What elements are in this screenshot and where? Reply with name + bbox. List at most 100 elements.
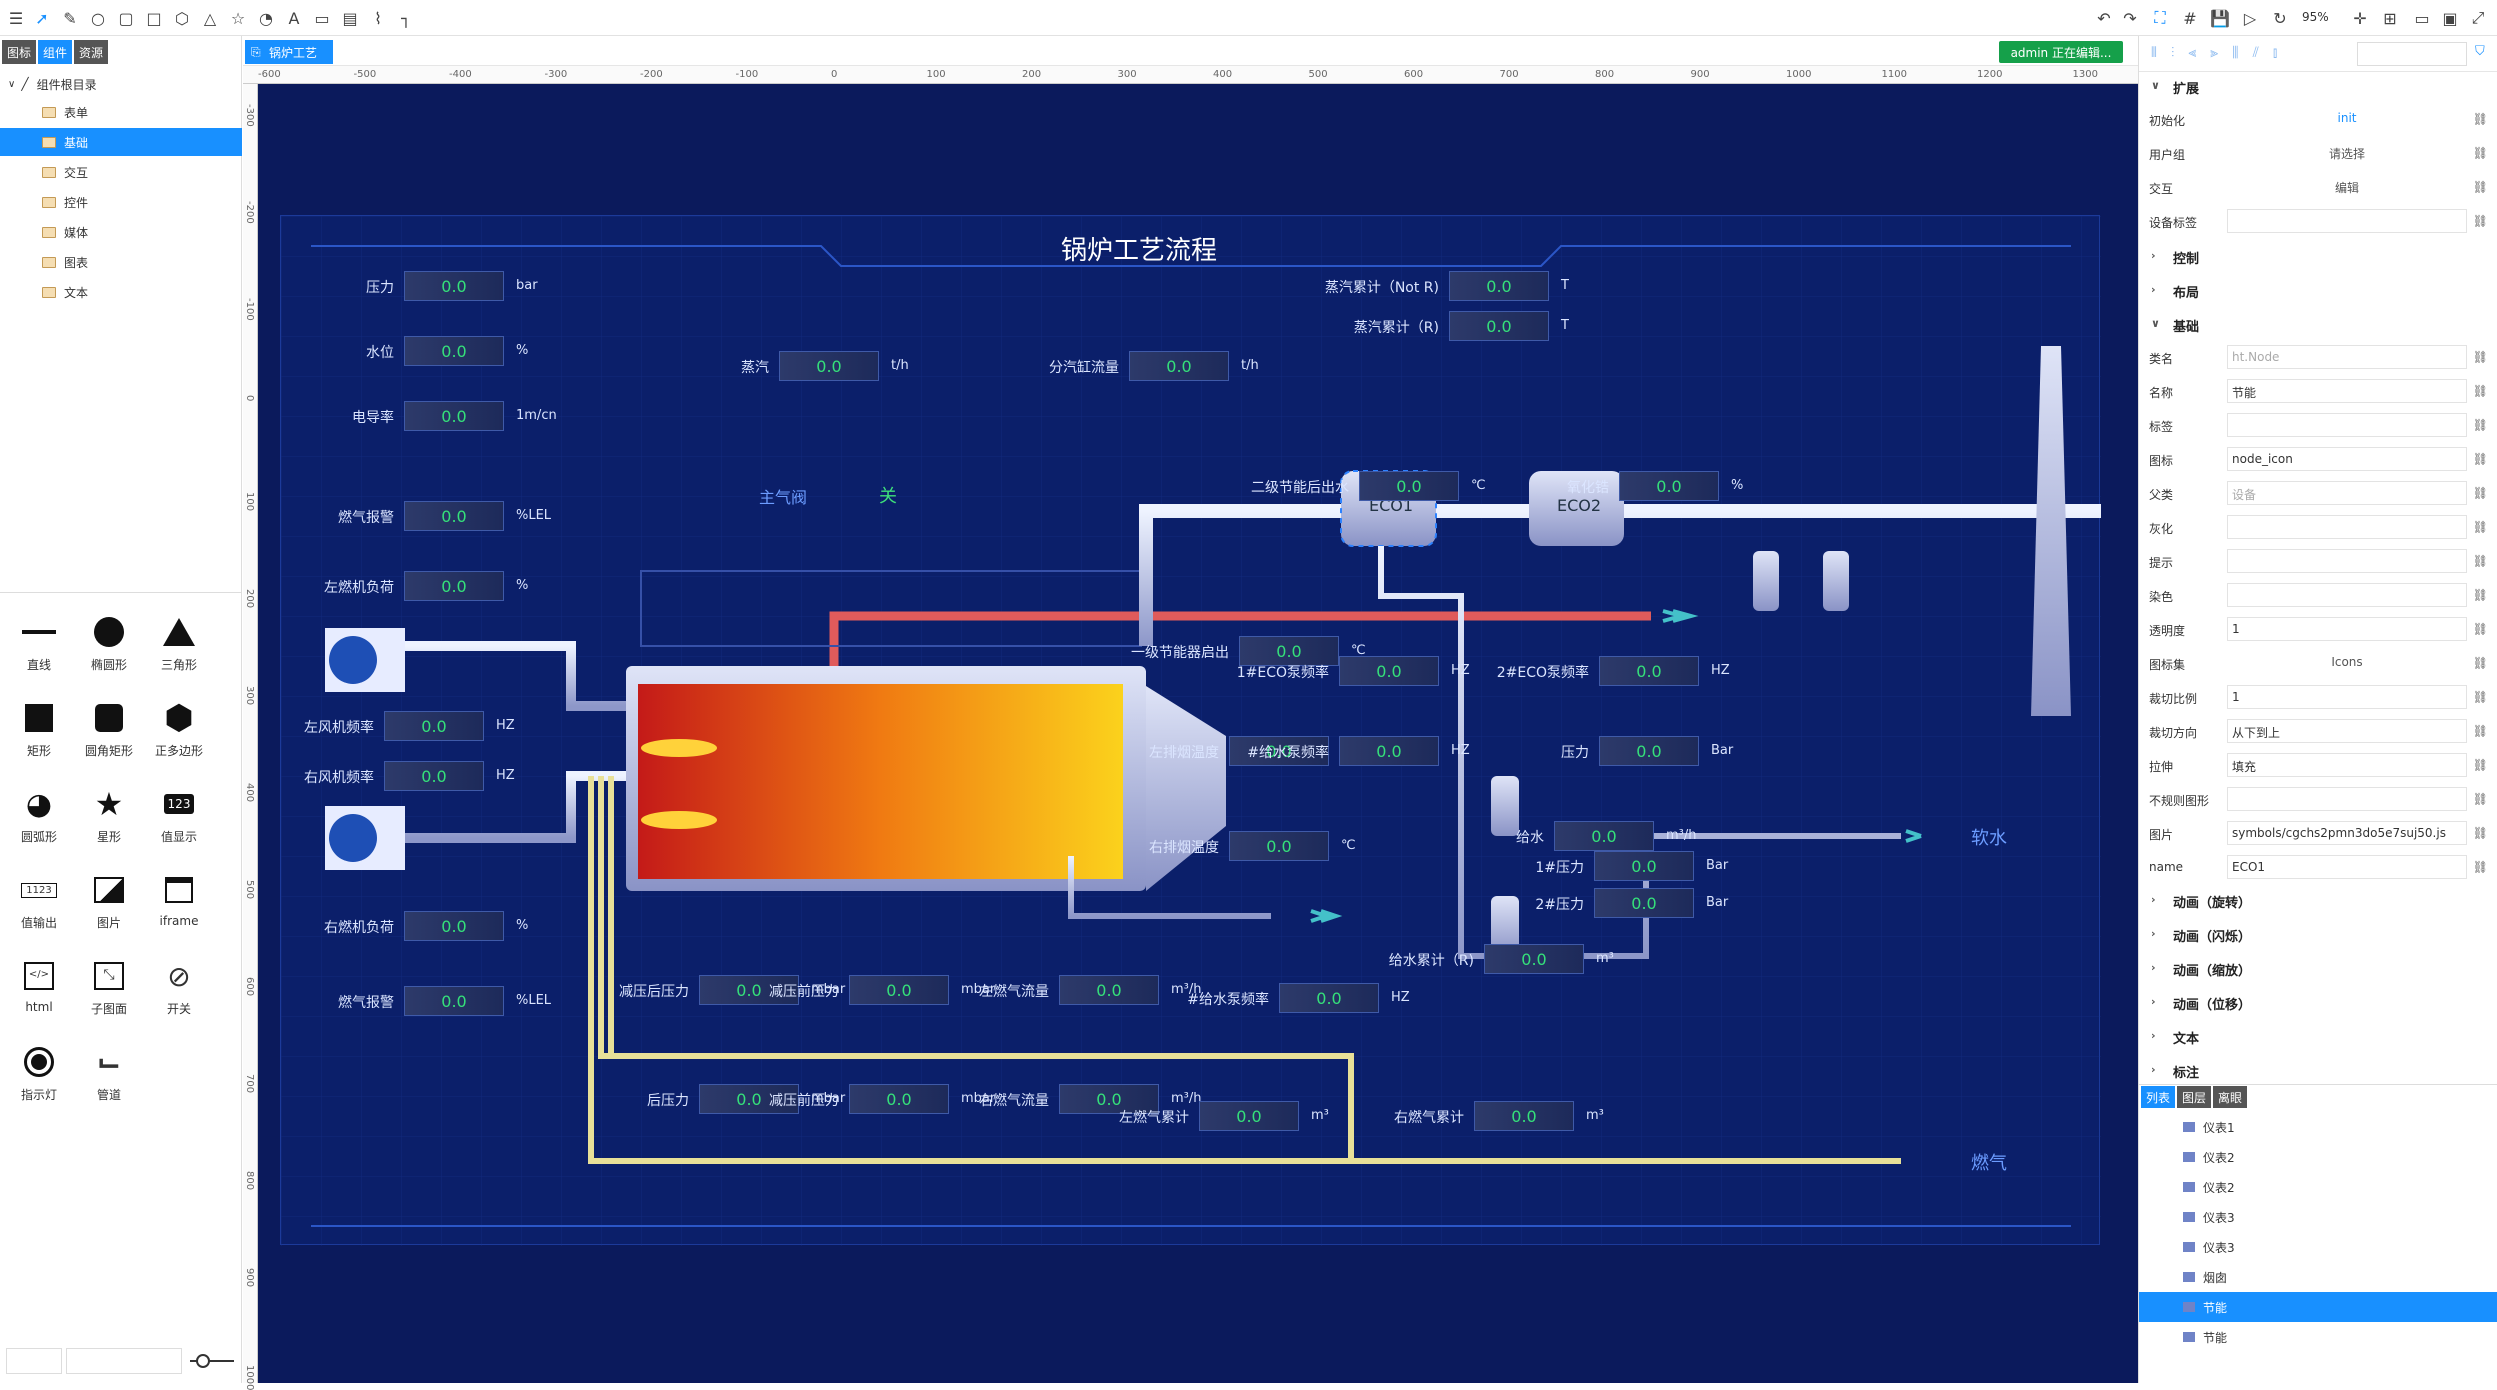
layer-item[interactable]: 仪表3 <box>2139 1232 2497 1262</box>
tree-item-media[interactable]: 媒体 <box>0 218 242 246</box>
reading-value[interactable]: 0.0 <box>1359 471 1459 501</box>
link-icon[interactable]: ⛓ <box>2472 418 2488 432</box>
property-value[interactable] <box>2227 413 2467 437</box>
tab-resources[interactable]: 资源 <box>74 40 108 64</box>
crosshair-icon[interactable]: ✛ <box>2353 8 2367 28</box>
palette-html[interactable]: </>html <box>4 952 74 1038</box>
section-text[interactable]: ›文本 <box>2151 1029 2200 1047</box>
menu-icon[interactable]: ☰ <box>8 8 24 28</box>
hexagon-tool-icon[interactable]: ⬡ <box>175 8 189 28</box>
section-control[interactable]: ›控制 <box>2151 249 2200 267</box>
star-tool-icon[interactable]: ☆ <box>230 8 246 28</box>
filter-icon[interactable]: ⛉ <box>2475 44 2485 59</box>
section-layout[interactable]: ›布局 <box>2151 283 2200 301</box>
property-value[interactable]: node_icon <box>2227 447 2467 471</box>
property-value[interactable]: symbols/cgchs2pmn3do5e7suj50.js <box>2227 821 2467 845</box>
reading-value[interactable]: 0.0 <box>699 975 799 1005</box>
tab-components[interactable]: 组件 <box>38 40 72 64</box>
link-icon[interactable]: ⛓ <box>2472 724 2488 738</box>
section-anim-scale[interactable]: ›动画（缩放） <box>2151 961 2252 979</box>
tree-root[interactable]: ∨ ╱ 组件根目录 <box>8 77 97 92</box>
align-icons[interactable]: ⫴⫶⫷⫸⫼⫽⫾ <box>2151 45 2292 61</box>
reading-value[interactable]: 0.0 <box>849 1084 949 1114</box>
circle-tool-icon[interactable]: ○ <box>91 8 105 28</box>
property-value[interactable]: 请选择 <box>2328 147 2365 161</box>
property-value[interactable] <box>2227 583 2467 607</box>
palette-pipe[interactable]: ⌙管道 <box>96 1044 122 1103</box>
link-icon[interactable]: ⛓ <box>2472 792 2488 806</box>
link-icon[interactable]: ⛓ <box>2472 690 2488 704</box>
layer-item[interactable]: 烟囱 <box>2139 1262 2497 1292</box>
panel-icon[interactable]: ▣ <box>2442 8 2458 28</box>
connector-tool-icon[interactable]: ⌇ <box>374 8 382 28</box>
reading-value[interactable]: 0.0 <box>1129 351 1229 381</box>
reading-value[interactable]: 0.0 <box>1599 656 1699 686</box>
refresh-icon[interactable]: ↻ <box>2273 8 2287 28</box>
property-value[interactable] <box>2227 515 2467 539</box>
reading-value[interactable]: 0.0 <box>404 401 504 431</box>
reading-value[interactable]: 0.0 <box>699 1084 799 1114</box>
link-icon[interactable]: ⛓ <box>2472 112 2488 126</box>
reading-value[interactable]: 0.0 <box>404 501 504 531</box>
link-icon[interactable]: ⛓ <box>2472 214 2488 228</box>
layer-item[interactable]: 节能 <box>2139 1292 2497 1322</box>
reading-value[interactable]: 0.0 <box>404 911 504 941</box>
palette-indicator[interactable]: 指示灯 <box>4 1038 74 1124</box>
palette-triangle[interactable]: 三角形 <box>144 608 214 694</box>
section-anim-rotate[interactable]: ›动画（旋转） <box>2151 893 2252 911</box>
link-icon[interactable]: ⛓ <box>2472 622 2488 636</box>
reading-value[interactable]: 0.0 <box>1229 831 1329 861</box>
pointer-icon[interactable]: ➚ <box>35 8 49 28</box>
rounded-rect-tool-icon[interactable]: ▢ <box>118 8 134 28</box>
link-icon[interactable]: ⛓ <box>2472 656 2488 670</box>
storage-tool-icon[interactable]: ▤ <box>342 8 358 28</box>
palette-image[interactable]: 图片 <box>74 866 144 952</box>
section-extension[interactable]: ∨扩展 <box>2151 79 2200 97</box>
link-icon[interactable]: ⛓ <box>2472 486 2488 500</box>
tree-item-form[interactable]: 表单 <box>0 98 242 126</box>
pen-icon[interactable]: ✎ <box>63 8 77 28</box>
palette-polygon[interactable]: ⬢正多边形 <box>154 698 203 758</box>
link-icon[interactable]: ⛓ <box>2472 758 2488 772</box>
main-valve-state[interactable]: 关 <box>879 486 897 507</box>
property-value[interactable] <box>2227 209 2467 233</box>
property-value[interactable]: 从下到上 <box>2227 719 2467 743</box>
tab-list[interactable]: 列表 <box>2141 1086 2175 1108</box>
bottom-input-1[interactable] <box>6 1348 62 1374</box>
property-value[interactable]: 填充 <box>2227 753 2467 777</box>
reading-value[interactable]: 0.0 <box>1339 736 1439 766</box>
property-value[interactable]: 1 <box>2227 685 2467 709</box>
reading-value[interactable]: 0.0 <box>404 571 504 601</box>
reading-value[interactable]: 0.0 <box>384 711 484 741</box>
link-icon[interactable]: ⛓ <box>2472 384 2488 398</box>
rect-tool-icon[interactable]: □ <box>146 8 162 28</box>
layer-item[interactable]: 节能 <box>2139 1322 2497 1352</box>
reading-value[interactable]: 0.0 <box>384 761 484 791</box>
property-value[interactable]: Icons <box>2331 655 2363 669</box>
link-icon[interactable]: ⛓ <box>2472 146 2488 160</box>
undo-icon[interactable]: ↶ <box>2097 8 2111 28</box>
tree-item-interaction[interactable]: 交互 <box>0 158 242 186</box>
reading-value[interactable]: 0.0 <box>404 271 504 301</box>
text-tool-icon[interactable]: A <box>288 8 300 28</box>
property-value[interactable]: 设备 <box>2227 481 2467 505</box>
redo-icon[interactable]: ↷ <box>2123 8 2137 28</box>
link-icon[interactable]: ⛓ <box>2472 588 2488 602</box>
link-icon[interactable]: ⛓ <box>2472 520 2488 534</box>
link-icon[interactable]: ⛓ <box>2472 180 2488 194</box>
tab-eagle-eye[interactable]: 离眼 <box>2213 1086 2247 1108</box>
layer-item[interactable]: 仪表2 <box>2139 1142 2497 1172</box>
preview-icon[interactable]: ▷ <box>2243 8 2257 28</box>
property-value[interactable]: ECO1 <box>2227 855 2467 879</box>
palette-ellipse[interactable]: 椭圆形 <box>74 608 144 694</box>
reading-value[interactable]: 0.0 <box>1199 1101 1299 1131</box>
reading-value[interactable]: 0.0 <box>1449 271 1549 301</box>
reading-value[interactable]: 0.0 <box>1599 736 1699 766</box>
reading-value[interactable]: 0.0 <box>404 986 504 1016</box>
layer-item[interactable]: 仪表2 <box>2139 1172 2497 1202</box>
palette-iframe[interactable]: iframe <box>144 866 214 952</box>
reading-value[interactable]: 0.0 <box>1059 975 1159 1005</box>
reading-value[interactable]: 0.0 <box>1619 471 1719 501</box>
reading-value[interactable]: 0.0 <box>1279 983 1379 1013</box>
